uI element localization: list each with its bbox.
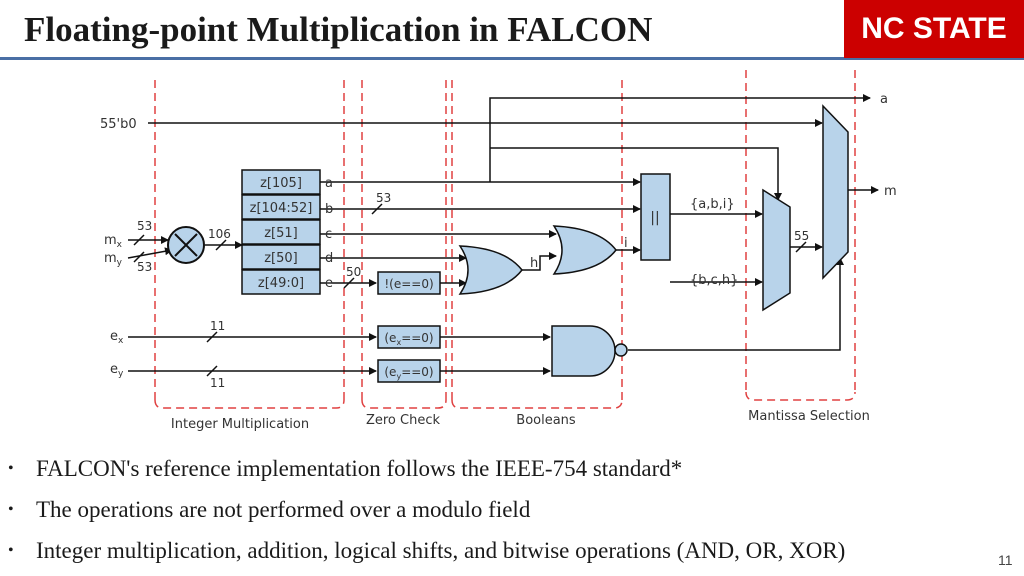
register-slice-label: z[49:0] — [258, 276, 304, 291]
bullet-dot-icon: • — [8, 460, 14, 477]
signal-label: b — [325, 202, 333, 217]
my-input-label: my — [104, 251, 123, 268]
page-number: 11 — [998, 552, 1013, 568]
bullet-dot-icon: • — [8, 542, 14, 559]
section-label-integer: Integer Multiplication — [171, 417, 309, 432]
zero-check-ex: (ex==0) — [384, 331, 433, 347]
bullet-text: Integer multiplication, addition, logica… — [36, 538, 846, 563]
width-label-ey: 11 — [210, 376, 225, 390]
width-label-my: 53 — [137, 260, 152, 274]
mux-large — [822, 104, 849, 280]
or-gate-2 — [552, 225, 617, 275]
width-label-b: 53 — [376, 191, 391, 205]
width-label-e: 50 — [346, 265, 361, 279]
section-label-booleans: Booleans — [516, 413, 576, 428]
section-dividers — [154, 70, 856, 409]
output-a-label: a — [880, 92, 888, 107]
bus-slashes — [133, 203, 807, 377]
mux-small — [762, 188, 791, 312]
bullet-text: FALCON's reference implementation follow… — [36, 456, 683, 481]
mx-input-label: mx — [104, 233, 123, 250]
register-slice-label: z[50] — [264, 251, 298, 266]
width-label-ex: 11 — [210, 319, 225, 333]
multiplier — [167, 226, 205, 264]
ey-input-label: ey — [110, 362, 124, 379]
bullet-dot-icon: • — [8, 501, 14, 518]
bullet-text: The operations are not performed over a … — [36, 497, 531, 522]
bullet-list: • FALCON's reference implementation follo… — [8, 448, 845, 571]
output-m-label: m — [884, 184, 897, 199]
register-slice-label: z[51] — [264, 226, 298, 241]
title-rule — [0, 57, 1024, 60]
section-label-mantissa: Mantissa Selection — [748, 409, 870, 424]
width-label-product: 106 — [208, 227, 231, 241]
or-gate-1 — [458, 245, 523, 295]
concat-top-label: {a,b,i} — [690, 197, 735, 212]
bullet-item: • The operations are not performed over a… — [8, 489, 845, 530]
concat-bottom-label: {b,c,h} — [690, 273, 738, 288]
nand-bubble — [614, 343, 628, 357]
signal-label: e — [325, 276, 333, 291]
register-slice-label: z[105] — [260, 176, 302, 191]
section-label-zero-check: Zero Check — [366, 413, 441, 428]
zero-check-boxes — [377, 271, 441, 383]
bullet-item: • Integer multiplication, addition, logic… — [8, 530, 845, 571]
slide-title: Floating-point Multiplication in FALCON — [24, 10, 653, 49]
register-slices — [241, 169, 321, 295]
zero-check-e: !(e==0) — [384, 277, 433, 291]
const-input-label: 55'b0 — [100, 117, 137, 132]
concat-label: || — [650, 210, 659, 226]
bullet-item: • FALCON's reference implementation follo… — [8, 448, 845, 489]
width-label-mx: 53 — [137, 219, 152, 233]
wire-h-label: h — [530, 256, 538, 271]
concat-block — [640, 173, 671, 261]
wire-i-label: i — [624, 236, 628, 251]
nand-gate — [551, 325, 616, 377]
multiplication-diagram: Integer Multiplication Zero Check Boolea… — [100, 70, 897, 432]
width-label-mux-out: 55 — [794, 229, 809, 243]
signal-label: a — [325, 176, 333, 191]
ex-input-label: ex — [110, 329, 124, 346]
signal-label: d — [325, 251, 333, 266]
wires — [127, 94, 879, 375]
zero-check-ey: (ey==0) — [384, 365, 433, 381]
signal-label: c — [325, 227, 332, 242]
nc-state-logo: NC STATE — [844, 0, 1024, 58]
register-slice-label: z[104:52] — [250, 201, 313, 216]
